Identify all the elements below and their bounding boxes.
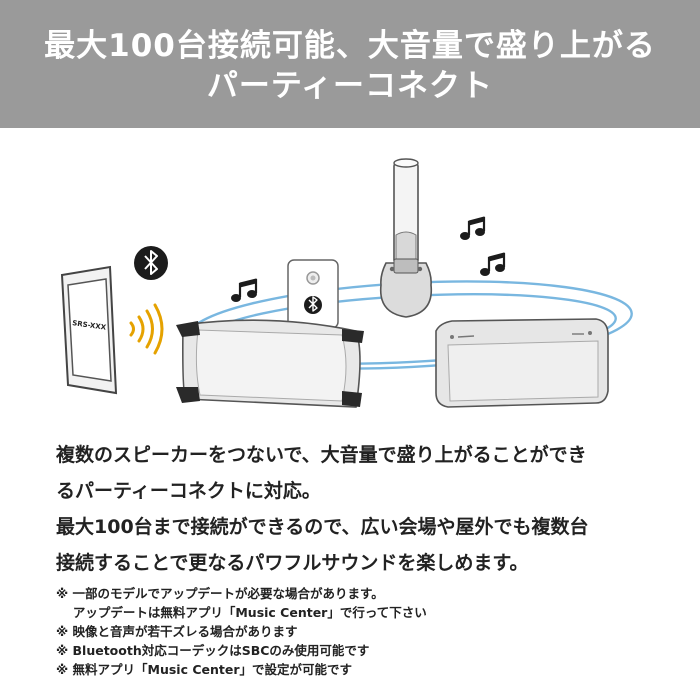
footnote: ※ 映像と音声が若干ズレる場合があります [56, 624, 298, 639]
title-line-2: パーティーコネクト [206, 68, 494, 104]
speaker-tower [379, 158, 433, 318]
music-note-icon [231, 216, 506, 302]
speaker-left [176, 319, 364, 408]
footnote: ※ Bluetooth対応コーデックはSBCのみ使用可能です [56, 643, 370, 658]
smartphone: SRS-XXX [60, 265, 118, 395]
speaker-right [435, 318, 609, 408]
feature-description: 複数のスピーカーをつないで、大音量で盛り上がることができ るパーティーコネクトに… [56, 437, 676, 581]
description-line: 最大100台まで接続ができるので、広い会場や屋外でも複数台 [56, 516, 589, 538]
title-banner: 最大100台接続可能、大音量で盛り上がる パーティーコネクト [0, 0, 700, 128]
status-callout [287, 259, 339, 329]
illustration-svg: SRS-XXX [60, 158, 633, 408]
footnote: アップデートは無料アプリ「Music Center」で行って下さい [56, 605, 427, 620]
music-note-icon-top [460, 216, 486, 240]
music-note-icon-left [231, 278, 258, 302]
title-line-1: 最大100台接続可能、大音量で盛り上がる [44, 28, 656, 64]
sound-waves-icon [129, 303, 164, 355]
party-connect-illustration: SRS-XXX [0, 145, 700, 430]
description-line: るパーティーコネクトに対応。 [56, 480, 321, 502]
footnotes: ※ 一部のモデルでアップデートが必要な場合があります。 アップデートは無料アプリ… [56, 584, 676, 679]
bluetooth-icon [134, 246, 168, 280]
footnote: ※ 無料アプリ「Music Center」で設定が可能です [56, 662, 352, 677]
music-note-icon-right [480, 252, 506, 276]
footnote: ※ 一部のモデルでアップデートが必要な場合があります。 [56, 586, 384, 601]
description-line: 複数のスピーカーをつないで、大音量で盛り上がることができ [56, 444, 587, 466]
description-line: 接続することで更なるパワフルサウンドを楽しめます。 [56, 552, 529, 574]
